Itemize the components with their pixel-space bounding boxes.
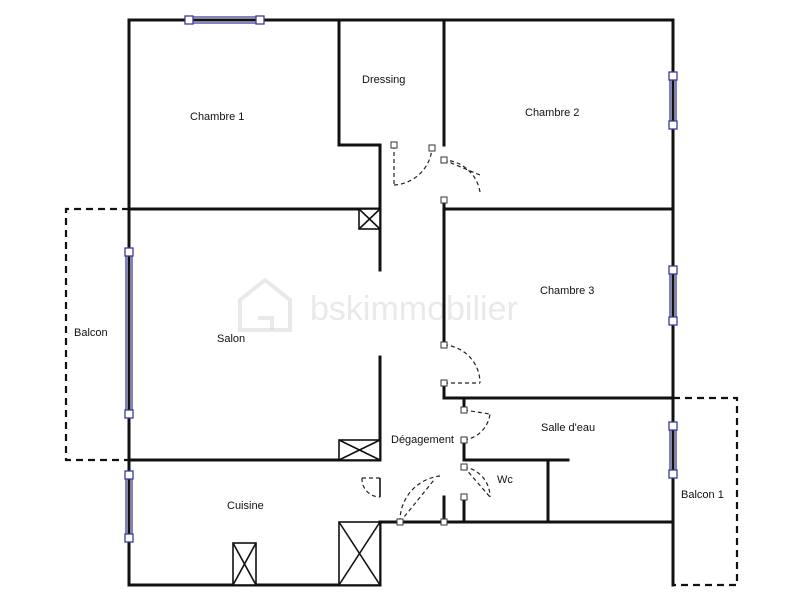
room-label-wc: Wc <box>497 474 513 486</box>
window-salon <box>124 247 134 419</box>
duct-cuisine <box>338 521 381 586</box>
ducts <box>232 208 381 586</box>
door-entree <box>396 475 448 526</box>
doors <box>361 141 491 526</box>
door-dressing <box>390 141 436 186</box>
room-label-salle-eau: Salle d'eau <box>541 422 595 434</box>
room-label-salon: Salon <box>217 333 245 345</box>
door-chambre2 <box>440 156 481 204</box>
window-cuisine <box>124 470 134 543</box>
door-wc <box>460 463 491 501</box>
window-salle-eau <box>668 421 678 479</box>
room-label-chambre3: Chambre 3 <box>540 285 594 297</box>
duct-chambre1 <box>358 208 381 230</box>
house-logo-icon <box>238 277 292 332</box>
window-chambre2 <box>668 71 678 130</box>
room-label-chambre2: Chambre 2 <box>525 107 579 119</box>
door-cuisine <box>361 477 381 498</box>
duct-cuisine-small <box>232 542 257 586</box>
room-label-dressing: Dressing <box>362 74 405 86</box>
window-chambre3 <box>668 265 678 326</box>
room-labels: Chambre 1 Dressing Chambre 2 Chambre 3 S… <box>74 74 724 512</box>
watermark: bskimmobilier <box>238 277 518 332</box>
watermark-text: bskimmobilier <box>310 290 518 328</box>
duct-salon <box>338 439 381 461</box>
room-label-degagement: Dégagement <box>391 434 454 446</box>
door-salle-eau <box>460 406 491 444</box>
room-label-cuisine: Cuisine <box>227 500 264 512</box>
balcony-outlines <box>64 207 739 587</box>
door-chambre3 <box>440 341 481 387</box>
interior-walls <box>127 18 675 524</box>
windows <box>124 15 678 543</box>
window-chambre1 <box>184 15 265 25</box>
room-label-balcon1: Balcon 1 <box>681 489 724 501</box>
room-label-balcon: Balcon <box>74 327 108 339</box>
room-label-chambre1: Chambre 1 <box>190 111 244 123</box>
